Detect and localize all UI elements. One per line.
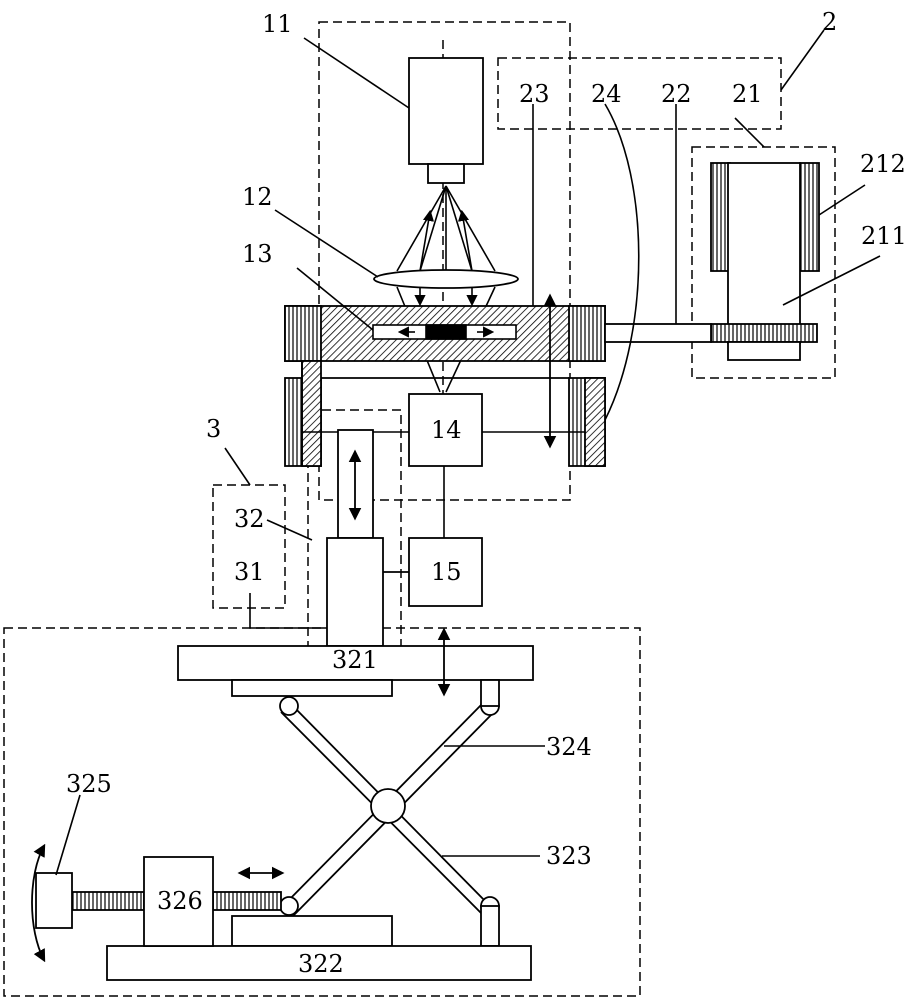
shaft-22	[604, 323, 712, 343]
label-12: 12	[242, 183, 273, 211]
label-321: 321	[332, 646, 378, 674]
detector-14	[302, 393, 585, 538]
label-11: 11	[262, 10, 293, 38]
leader-211	[782, 255, 881, 306]
camera-11	[408, 57, 484, 184]
sample-holder-13	[372, 324, 517, 340]
leader-325	[55, 794, 81, 876]
label-31: 31	[234, 558, 265, 586]
label-23: 23	[519, 80, 550, 108]
label-212: 212	[860, 150, 906, 178]
label-211: 211	[861, 222, 907, 250]
label-326: 326	[157, 887, 203, 915]
leader-2	[780, 29, 825, 91]
motor-21	[710, 162, 820, 361]
leader-212	[818, 184, 866, 216]
label-14: 14	[431, 416, 462, 444]
label-32: 32	[234, 505, 265, 533]
leader-32	[266, 519, 313, 541]
lift-table	[106, 645, 534, 981]
label-3: 3	[206, 415, 221, 443]
label-325: 325	[66, 770, 112, 798]
lift-column-321	[326, 429, 409, 647]
label-22: 22	[661, 80, 692, 108]
label-13: 13	[242, 240, 273, 268]
label-324: 324	[546, 733, 592, 761]
leader-3	[224, 447, 251, 486]
knob-rotate-arrow	[31, 843, 46, 963]
leader-31	[249, 593, 327, 629]
label-322: 322	[298, 950, 344, 978]
lens-12	[373, 269, 519, 289]
label-2: 2	[822, 8, 837, 36]
leader-21	[734, 117, 765, 148]
leader-12	[274, 209, 379, 278]
leader-13	[296, 267, 374, 331]
group-3-box	[212, 484, 286, 609]
leader-24	[604, 103, 640, 421]
label-15: 15	[431, 558, 462, 586]
label-24: 24	[591, 80, 622, 108]
group-2-box	[497, 57, 782, 130]
sample-stage-frame	[284, 305, 606, 467]
lift-table-box	[3, 627, 641, 997]
label-323: 323	[546, 842, 592, 870]
leader-11	[303, 37, 410, 109]
group-321-box	[307, 409, 402, 662]
label-21: 21	[732, 80, 763, 108]
